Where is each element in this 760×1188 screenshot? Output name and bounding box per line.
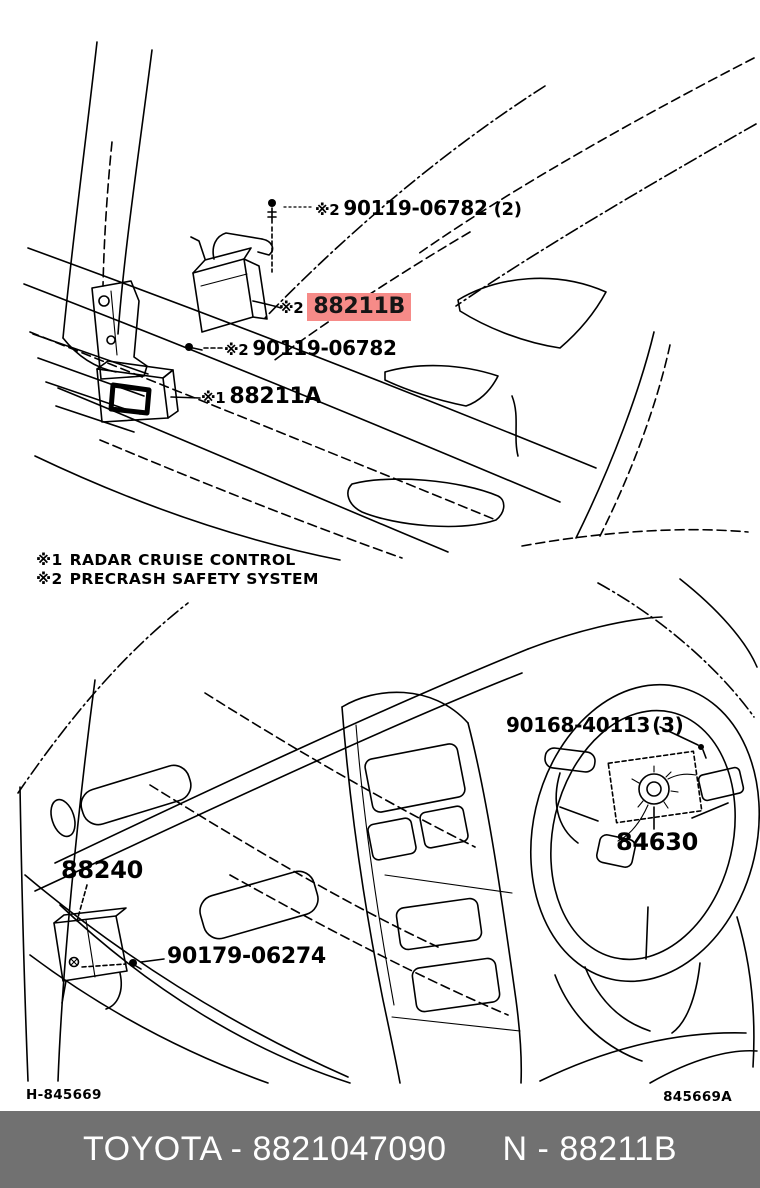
precrash-marker: ※2 [279, 299, 304, 317]
figure-code-left: H-845669 [26, 1087, 102, 1103]
radar-cruise-marker: ※1 [201, 389, 226, 407]
leader-lines [170, 206, 313, 399]
part-label-90119-06782-top[interactable]: ※2 90119-06782 (2) [315, 196, 522, 220]
legend-item-precrash: ※2 PRECRASH SAFETY SYSTEM [36, 570, 319, 588]
spiral-cable-drawing [638, 773, 670, 805]
front-bumper-diagram [23, 41, 757, 561]
turn-signal-stalk [544, 747, 596, 773]
legend: ※1 RADAR CRUISE CONTROL ※2 PRECRASH SAFE… [36, 551, 319, 589]
car-front-outline-drawing [23, 41, 757, 561]
dashboard-outline-drawing [17, 578, 758, 1084]
leader-lines [76, 726, 699, 970]
footer-catalog-code: TOYOTA - 8821047090 [82, 1130, 447, 1168]
footer-bar: TOYOTA - 8821047090 N - 88211B [0, 1111, 760, 1188]
screw-icon [129, 959, 137, 967]
legend-item-radar-cruise: ※1 RADAR CRUISE CONTROL [36, 551, 296, 569]
part-label-88240[interactable]: 88240 [61, 856, 143, 884]
instrument-panel-diagram [17, 578, 760, 1084]
part-label-90119-06782-mid[interactable]: ※2 90119-06782 [224, 336, 397, 360]
highlighted-part-number: 88211B [307, 293, 411, 321]
part-label-88211b-selected[interactable]: ※2 88211B [279, 293, 411, 321]
radar-sensor-88211a-drawing [91, 280, 203, 423]
center-console-drawing [341, 691, 523, 1084]
precrash-marker: ※2 [315, 201, 340, 219]
part-label-90179-06274[interactable]: 90179-06274 [167, 944, 326, 969]
figure-code-right: 845669A [663, 1089, 732, 1105]
part-label-88211a[interactable]: ※1 88211A [201, 384, 322, 409]
part-label-90168-40113[interactable]: 90168-40113(3) [506, 713, 684, 737]
precrash-marker: ※2 [224, 341, 249, 359]
radar-sensor-88211b-drawing [190, 199, 277, 333]
steering-wheel-drawing [529, 683, 760, 1034]
part-88240-drawing [53, 907, 128, 1010]
screw-icon [185, 343, 193, 351]
seat-and-tunnel-drawing [539, 916, 758, 1084]
footer-part-code: N - 88211B [502, 1130, 678, 1168]
bolt-icon [268, 199, 276, 207]
bolt-icon [698, 744, 704, 750]
part-label-84630[interactable]: 84630 [616, 828, 698, 856]
